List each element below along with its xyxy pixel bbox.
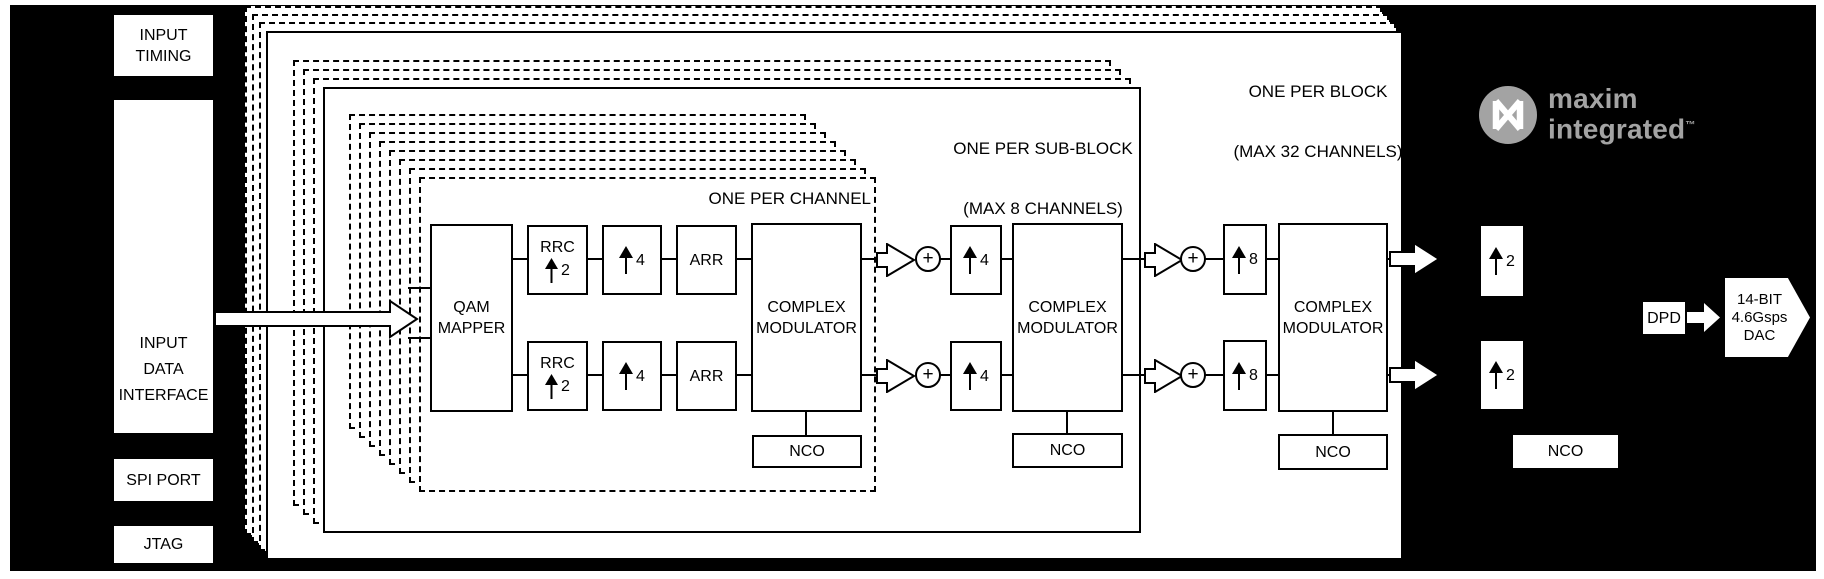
wire bbox=[1265, 374, 1280, 376]
maxim-logo-wordmark: maxim integrated™ bbox=[1548, 83, 1696, 145]
nco-block: NCO bbox=[1278, 434, 1388, 470]
qam-input-stub bbox=[408, 287, 432, 289]
complex-modulator-block: COMPLEX MODULATOR bbox=[751, 223, 862, 412]
upsample4-block: 4 bbox=[602, 225, 662, 295]
upsample4-block: 4 bbox=[950, 225, 1002, 295]
stage-arrow-icon bbox=[876, 359, 916, 393]
wire bbox=[511, 258, 529, 260]
one-per-sub-block-label: ONE PER SUB-BLOCK (MAX 8 CHANNELS) bbox=[953, 139, 1133, 218]
wire bbox=[939, 258, 952, 260]
upsample8-block: 8 bbox=[1223, 224, 1267, 295]
wire bbox=[735, 258, 753, 260]
wire bbox=[586, 374, 604, 376]
upsample-arrow-icon bbox=[619, 362, 634, 390]
wire bbox=[939, 374, 952, 376]
complex-modulator-block: COMPLEX MODULATOR bbox=[1278, 223, 1388, 412]
spi-port-block: SPI PORT bbox=[112, 457, 215, 503]
upsample-arrow-icon bbox=[963, 362, 978, 390]
upsample-arrow-icon bbox=[1232, 361, 1247, 390]
wire bbox=[1000, 374, 1014, 376]
qam-input-stub bbox=[408, 337, 432, 339]
wire bbox=[586, 258, 604, 260]
wire bbox=[1121, 258, 1147, 260]
rrc-filter-block: RRC 2 bbox=[527, 225, 588, 295]
adder-node: + bbox=[1180, 246, 1206, 272]
arr-block: ARR bbox=[676, 341, 737, 411]
wire bbox=[660, 258, 678, 260]
upsample-arrow-icon bbox=[1489, 361, 1504, 389]
upsample4-block: 4 bbox=[602, 341, 662, 411]
rrc-filter-block: RRC 2 bbox=[527, 341, 588, 411]
nco-wire bbox=[1332, 410, 1334, 436]
upsample8-block: 8 bbox=[1223, 340, 1267, 411]
complex-modulator-block: COMPLEX MODULATOR bbox=[1012, 223, 1123, 412]
arr-block: ARR bbox=[676, 225, 737, 295]
upsample-arrow-icon bbox=[963, 246, 978, 274]
nco-wire bbox=[805, 410, 807, 437]
stage-arrow-icon bbox=[1144, 243, 1184, 277]
stage-arrow-icon bbox=[1144, 359, 1184, 393]
maxim-logo-icon bbox=[1479, 86, 1537, 144]
upsample-arrow-icon bbox=[1232, 245, 1247, 274]
one-per-block-label: ONE PER BLOCK (MAX 32 CHANNELS) bbox=[1233, 82, 1403, 161]
wire bbox=[1000, 258, 1014, 260]
adder-node: + bbox=[1180, 362, 1206, 388]
one-per-channel-label: ONE PER CHANNEL bbox=[708, 189, 871, 208]
upsample-arrow-icon bbox=[1489, 247, 1504, 275]
input-data-interface-block: INPUT DATA INTERFACE bbox=[112, 98, 215, 435]
nco-wire bbox=[1066, 410, 1068, 435]
maxim-m-glyph bbox=[1492, 99, 1524, 131]
nco-block: NCO bbox=[1012, 433, 1123, 468]
upsample4-block: 4 bbox=[950, 341, 1002, 411]
output-arrow-icon bbox=[1389, 357, 1441, 393]
wire bbox=[735, 374, 753, 376]
dpd-block: DPD bbox=[1643, 302, 1685, 334]
wire bbox=[511, 374, 529, 376]
wire bbox=[1265, 258, 1280, 260]
jtag-block: JTAG bbox=[112, 524, 215, 565]
nco-block: NCO bbox=[1513, 435, 1618, 468]
input-timing-block: INPUT TIMING bbox=[112, 13, 215, 78]
output-arrow-icon bbox=[1389, 241, 1441, 277]
upsample-arrow-icon bbox=[545, 374, 559, 399]
upsample-arrow-icon bbox=[545, 258, 559, 283]
nco-block: NCO bbox=[752, 435, 862, 468]
wire bbox=[860, 258, 878, 260]
adder-node: + bbox=[915, 246, 941, 272]
wire bbox=[660, 374, 678, 376]
wire bbox=[1204, 374, 1225, 376]
wire bbox=[1121, 374, 1147, 376]
wire bbox=[860, 374, 878, 376]
adder-node: + bbox=[915, 362, 941, 388]
upsample2-block: 2 bbox=[1481, 226, 1523, 296]
upsample2-block: 2 bbox=[1481, 341, 1523, 409]
dpd-arrow-icon bbox=[1687, 303, 1720, 332]
stage-arrow-icon bbox=[876, 243, 916, 277]
trademark-symbol: ™ bbox=[1685, 120, 1696, 131]
input-data-arrow-icon bbox=[214, 299, 419, 339]
qam-mapper-block: QAM MAPPER bbox=[430, 224, 513, 412]
upsample-arrow-icon bbox=[619, 246, 634, 274]
wire bbox=[1204, 258, 1225, 260]
